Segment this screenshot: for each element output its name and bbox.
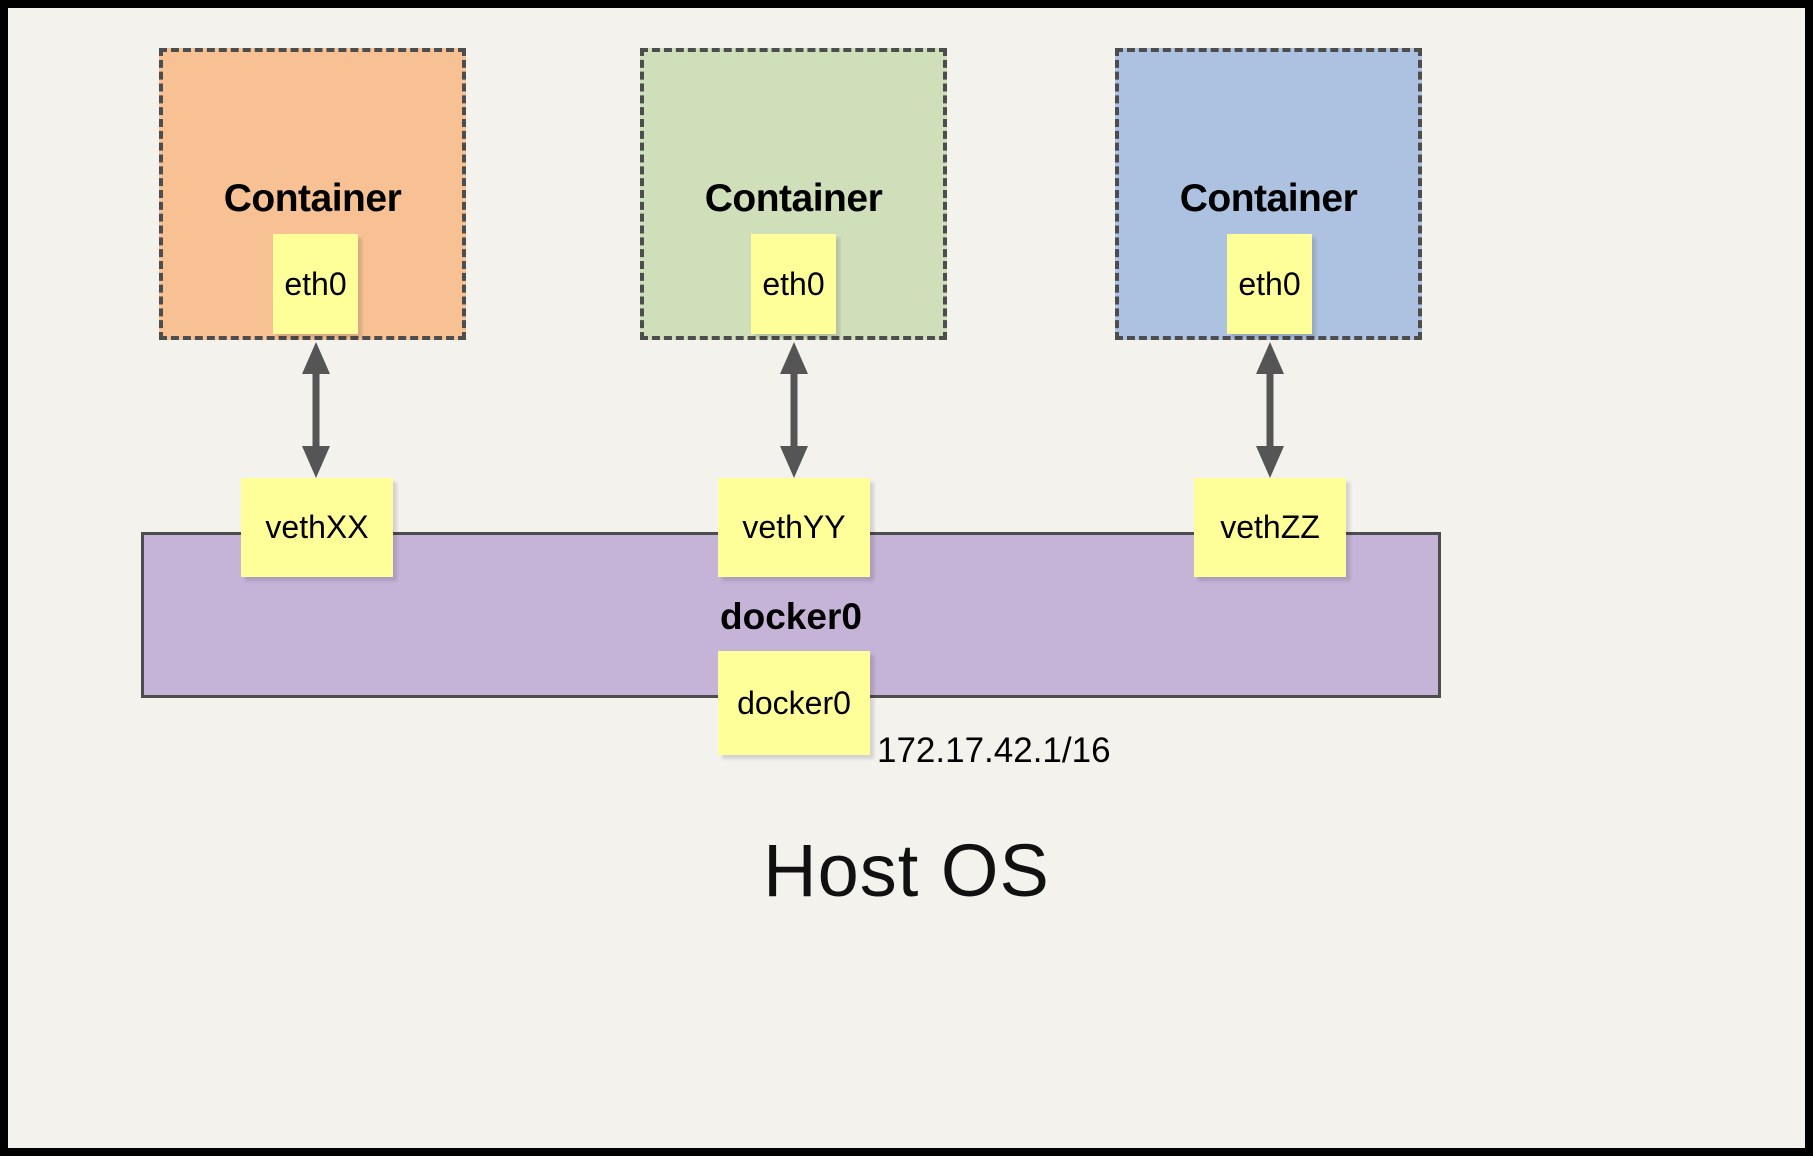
container-title-2: Container [704,177,883,220]
container-title-1: Container [223,177,402,220]
vethyy-interface: vethYY [718,478,870,577]
docker0-bridge-label: docker0 [720,596,862,637]
veth-link-arrow-1 [302,342,330,478]
eth0-interface-2: eth0 [751,234,836,334]
host-os-title: Host OS [763,829,1050,912]
eth0-interface-1: eth0 [273,234,358,334]
docker0-interface: docker0 [718,651,870,755]
docker0-ip-address: 172.17.42.1/16 [877,731,1111,770]
vethzz-interface: vethZZ [1194,478,1346,577]
diagram-canvas: Container eth0 vethXX Container eth0 vet… [8,8,1805,1148]
container-title-3: Container [1179,177,1358,220]
vethxx-interface: vethXX [241,478,393,577]
veth-link-arrow-2 [780,342,808,478]
eth0-interface-3: eth0 [1227,234,1312,334]
veth-link-arrow-3 [1256,342,1284,478]
container-box-3: Container [1115,48,1422,340]
